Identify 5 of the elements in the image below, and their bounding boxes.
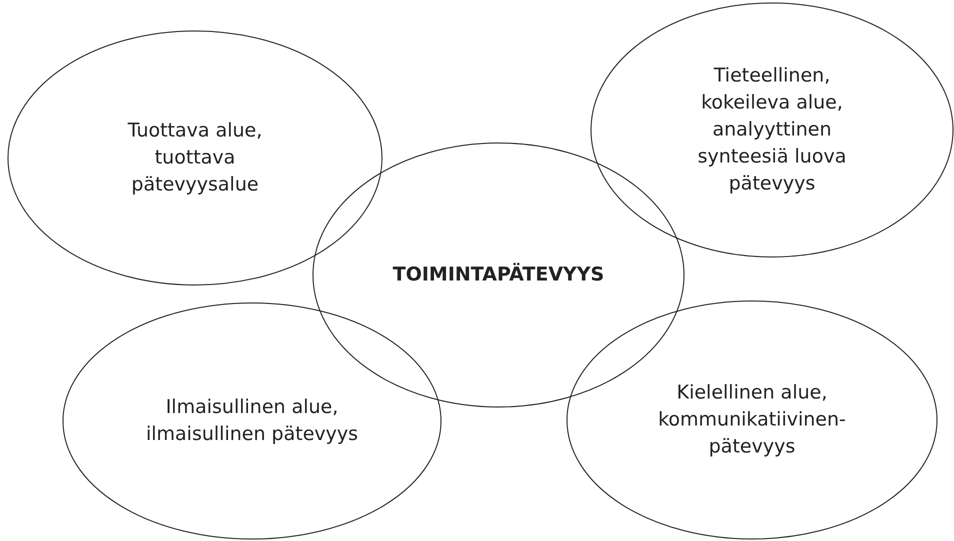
node-label: Kielellinen alue, kommunikatiivinen-pätevyys [657, 380, 847, 460]
node-label: Tieteellinen, kokeileva alue, analyyttinen synteesiä luova pätevyys [696, 64, 848, 196]
node-label: TOIMINTAPÄTEVYYS [392, 262, 606, 288]
node-label: Tuottava alue, tuottava pätevyysalue [126, 118, 264, 198]
node-label: Ilmaisullinen alue, ilmaisullinen pätevyys [144, 395, 360, 447]
